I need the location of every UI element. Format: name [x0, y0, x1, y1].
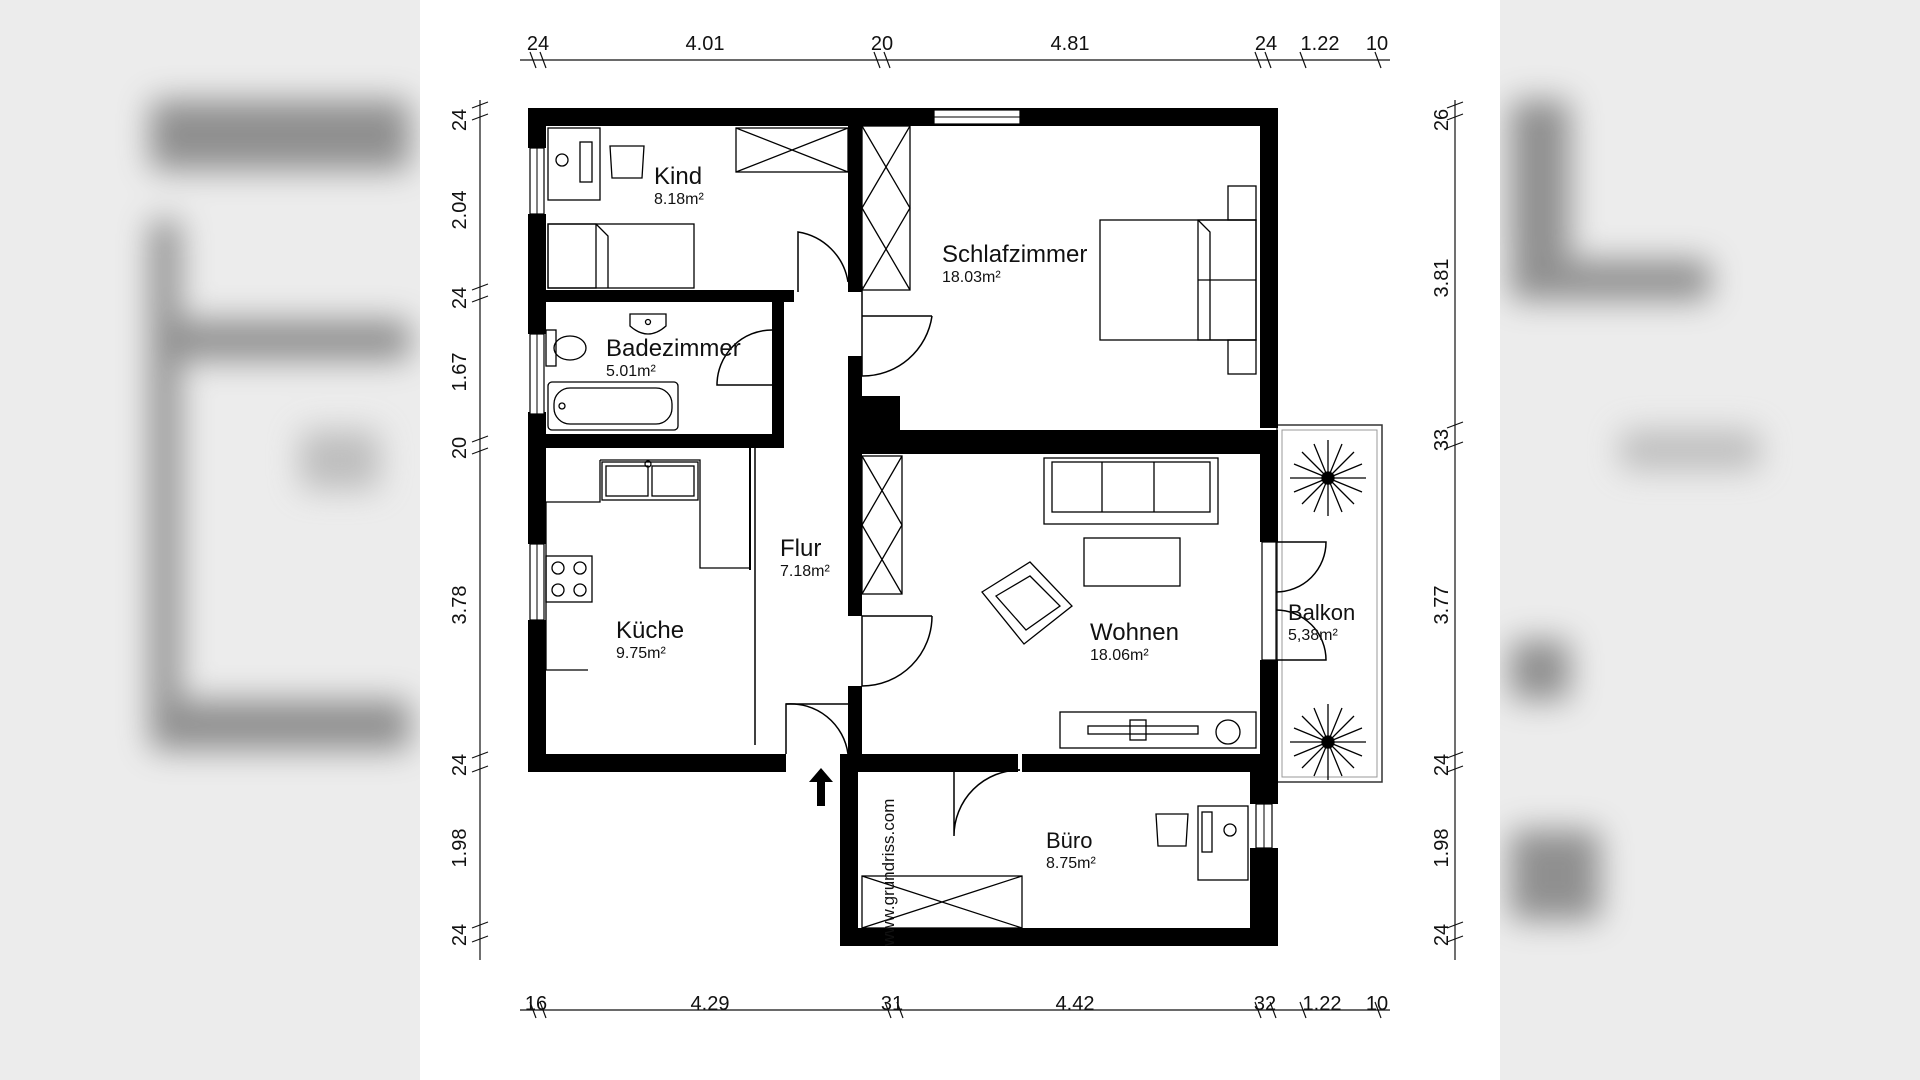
room-name-kind: Kind: [654, 163, 702, 190]
doors: [716, 231, 1327, 837]
kueche-stove: [545, 555, 593, 603]
kueche-sink: [601, 461, 699, 501]
dim-bottom-2: 4.29: [691, 993, 730, 1015]
balcony-outline: [1276, 424, 1383, 783]
balcony-plant-icon-2: [1290, 704, 1366, 780]
room-area-kueche: 9.75m²: [616, 645, 666, 662]
dim-right-1: 26: [1431, 109, 1453, 131]
schlafzimmer-wardrobe: [861, 125, 911, 291]
dim-bottom-3: 31: [881, 993, 903, 1015]
dim-left-3: 24: [449, 287, 471, 309]
watermark-text: www.grundriss.com: [879, 799, 898, 947]
room-name-badezimmer: Badezimmer: [606, 335, 741, 362]
room-area-flur: 7.18m²: [780, 563, 830, 580]
dim-bottom-7: 10: [1366, 993, 1388, 1015]
room-area-schlafzimmer: 18.03m²: [942, 269, 1001, 286]
dim-right-6: 1.98: [1431, 829, 1453, 868]
dim-left-9: 24: [449, 924, 471, 946]
room-area-balkon: 5,38m²: [1288, 627, 1338, 644]
room-name-wohnen: Wohnen: [1090, 619, 1179, 646]
dimension-lines: [471, 51, 1464, 1019]
dim-top-7: 10: [1366, 33, 1388, 55]
room-area-kind: 8.18m²: [654, 191, 704, 208]
wohnen-sofa: [1043, 457, 1219, 525]
wohnen-tv-bench: [1059, 711, 1257, 749]
wohnen-plant: [1215, 719, 1241, 745]
dim-right-4: 3.77: [1431, 586, 1453, 625]
buero-chair: [1155, 813, 1189, 847]
room-name-kueche: Küche: [616, 617, 684, 644]
dim-right-3: 33: [1431, 429, 1453, 451]
dim-left-1: 24: [449, 109, 471, 131]
dim-left-5: 20: [449, 437, 471, 459]
buero-desk: [1197, 805, 1249, 881]
dim-bottom-5: 32: [1254, 993, 1276, 1015]
room-name-buero: Büro: [1046, 828, 1092, 853]
dim-right-5: 24: [1431, 754, 1453, 776]
kueche-counter: [545, 459, 750, 671]
floor-plan-sheet: 24 4.01 20 4.81 24 1.22 10 16 4.29 31 4.…: [420, 0, 1500, 1080]
dim-top-2: 4.01: [686, 33, 725, 55]
furniture: [545, 125, 1257, 929]
room-area-badezimmer: 5.01m²: [606, 363, 656, 380]
balcony-plant-icon: [1290, 440, 1366, 516]
kind-bed: [547, 223, 695, 289]
floor-plan: 24 4.01 20 4.81 24 1.22 10 16 4.29 31 4.…: [449, 33, 1464, 1019]
dim-right-2: 3.81: [1431, 259, 1453, 298]
dim-left-6: 3.78: [449, 586, 471, 625]
wohnen-table: [1083, 537, 1181, 587]
room-name-schlafzimmer: Schlafzimmer: [942, 241, 1087, 268]
room-name-balkon: Balkon: [1288, 600, 1355, 625]
dim-left-4: 1.67: [449, 353, 471, 392]
blurred-background-left: [0, 0, 420, 1080]
room-area-buero: 8.75m²: [1046, 855, 1096, 872]
entrance-arrow-icon: [809, 768, 833, 806]
dim-left-7: 24: [449, 754, 471, 776]
dim-bottom-1: 16: [525, 993, 547, 1015]
room-name-flur: Flur: [780, 535, 821, 562]
dim-right-7: 24: [1431, 924, 1453, 946]
wohnen-shelf: [861, 455, 903, 595]
blurred-background-right: [1500, 0, 1920, 1080]
kind-chair: [609, 145, 645, 179]
dim-bottom-4: 4.42: [1056, 993, 1095, 1015]
room-area-wohnen: 18.06m²: [1090, 647, 1149, 664]
dim-bottom-6: 1.22: [1303, 993, 1342, 1015]
dim-top-1: 24: [527, 33, 549, 55]
dim-left-2: 2.04: [449, 191, 471, 230]
bad-bathtub: [547, 381, 679, 431]
dim-top-6: 1.22: [1301, 33, 1340, 55]
kind-desk: [547, 127, 601, 201]
dim-top-5: 24: [1255, 33, 1277, 55]
dim-top-3: 20: [871, 33, 893, 55]
kind-wardrobe: [735, 127, 849, 173]
walls: [528, 108, 1278, 946]
dim-left-8: 1.98: [449, 829, 471, 868]
bad-toilet-tank: [545, 329, 557, 367]
balcony-door-frame: [1261, 541, 1277, 661]
wohnen-armchair: [981, 561, 1073, 645]
dim-top-4: 4.81: [1051, 33, 1090, 55]
bad-sink: [629, 313, 667, 335]
buero-wardrobe: [861, 875, 1023, 929]
